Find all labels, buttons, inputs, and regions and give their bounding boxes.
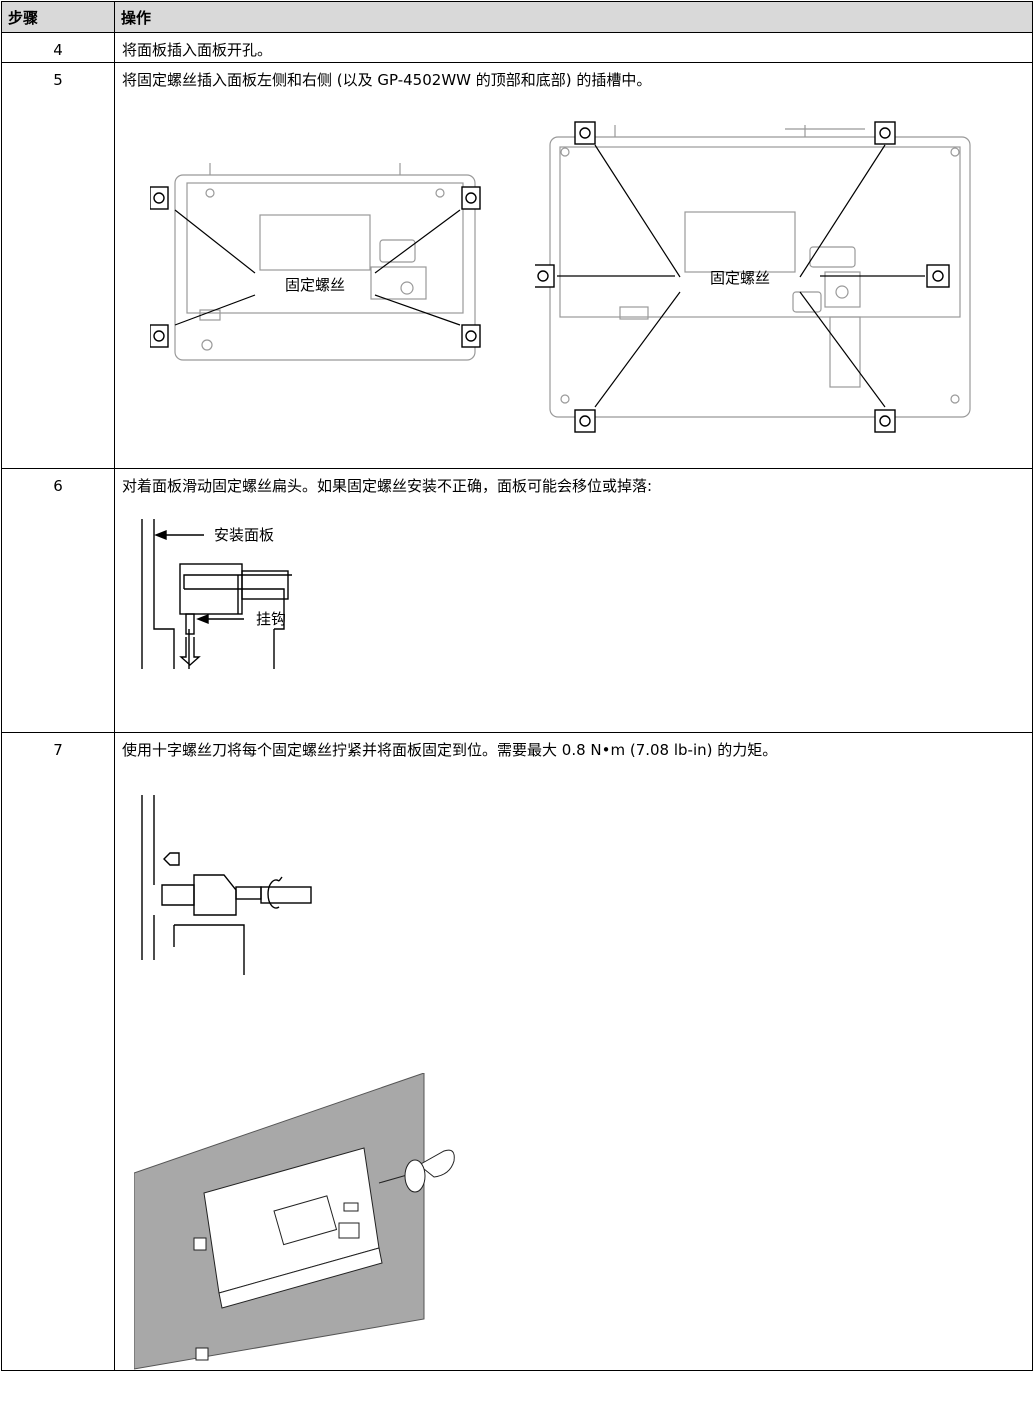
hook-label: 挂钩 [256, 610, 286, 628]
table-row: 5 将固定螺丝插入面板左侧和右侧 (以及 GP-4502WW 的顶部和底部) 的… [1, 62, 1033, 469]
steps-table: 步骤 操作 4 将面板插入面板开孔。 5 将固定螺丝插入面板左侧和右侧 (以及 … [1, 1, 1033, 1371]
header-action: 操作 [114, 1, 1033, 33]
mounting-panel-label: 安装面板 [214, 526, 274, 544]
table-row: 6 对着面板滑动固定螺丝扁头。如果固定螺丝安装不正确，面板可能会移位或掉落: [1, 468, 1033, 733]
action-cell: 将固定螺丝插入面板左侧和右侧 (以及 GP-4502WW 的顶部和底部) 的插槽… [114, 62, 1033, 469]
step-number: 7 [1, 732, 115, 1371]
action-text: 将固定螺丝插入面板左侧和右侧 (以及 GP-4502WW 的顶部和底部) 的插槽… [122, 71, 652, 89]
action-text: 对着面板滑动固定螺丝扁头。如果固定螺丝安装不正确，面板可能会移位或掉落: [122, 477, 653, 495]
action-text: 使用十字螺丝刀将每个固定螺丝拧紧并将面板固定到位。需要最大 0.8 N•m (7… [122, 741, 778, 759]
screw-label-left: 固定螺丝 [285, 276, 345, 294]
tighten-figure [141, 795, 312, 975]
action-text: 将面板插入面板开孔。 [122, 41, 273, 59]
panel-mount-figure-small: 固定螺丝 [150, 163, 481, 361]
screw-label-right: 固定螺丝 [710, 269, 770, 287]
action-cell: 对着面板滑动固定螺丝扁头。如果固定螺丝安装不正确，面板可能会移位或掉落: 安装 [114, 468, 1033, 733]
action-cell: 将面板插入面板开孔。 [114, 32, 1033, 63]
step-number: 5 [1, 62, 115, 469]
step-number: 4 [1, 32, 115, 63]
table-header-row: 步骤 操作 [1, 1, 1033, 33]
screwdriver-install-figure [134, 1073, 455, 1370]
step-number: 6 [1, 468, 115, 733]
table-row: 7 使用十字螺丝刀将每个固定螺丝拧紧并将面板固定到位。需要最大 0.8 N•m … [1, 732, 1033, 1371]
table-row: 4 将面板插入面板开孔。 [1, 32, 1033, 63]
action-cell: 使用十字螺丝刀将每个固定螺丝拧紧并将面板固定到位。需要最大 0.8 N•m (7… [114, 732, 1033, 1371]
header-step: 步骤 [1, 1, 115, 33]
panel-mount-figure-wide: 固定螺丝 [535, 121, 971, 433]
hook-figure: 安装面板 挂钩 [141, 519, 292, 669]
